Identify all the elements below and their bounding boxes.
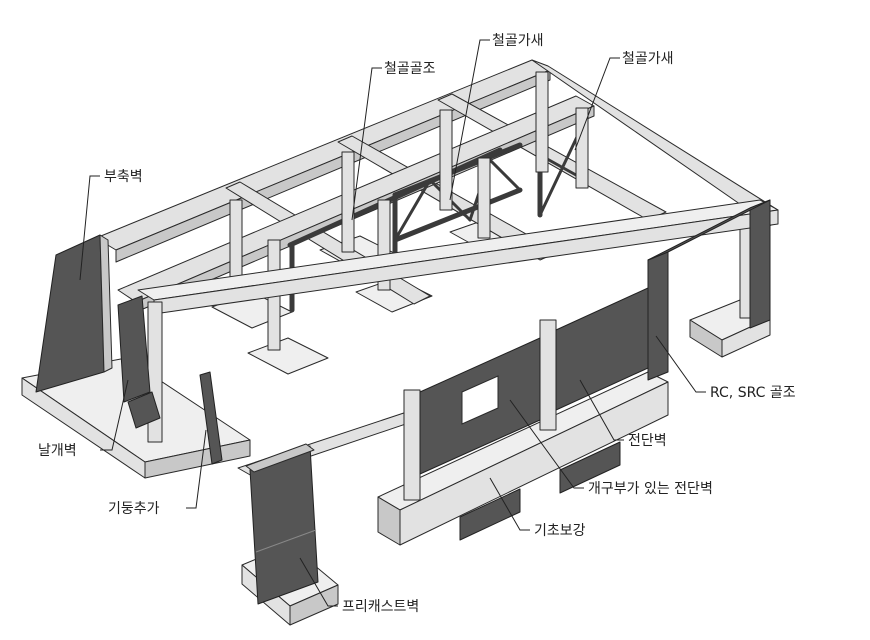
column-mid-3 bbox=[477, 157, 491, 239]
label-rc-src-frame: RC, SRC 골조 bbox=[710, 385, 796, 401]
label-steel-brace-1: 철골가새 bbox=[492, 33, 544, 49]
label-shear-wall: 전단벽 bbox=[628, 433, 667, 449]
rc-src-column-front bbox=[647, 251, 669, 381]
steel-brace-truss-bottom bbox=[392, 187, 523, 243]
column-front-3 bbox=[539, 319, 557, 431]
steel-brace-truss-top bbox=[392, 142, 523, 198]
walls bbox=[35, 234, 649, 605]
leader-lines bbox=[79, 39, 706, 607]
leader-steel-brace-2 bbox=[574, 57, 620, 151]
precast-wall-top bbox=[245, 443, 315, 473]
steel-brace-diag-1 bbox=[393, 178, 432, 242]
leader-precast bbox=[299, 557, 338, 607]
column-back-2 bbox=[341, 151, 355, 253]
label-steel-frame: 철골골조 bbox=[384, 61, 436, 77]
leader-column-addition bbox=[186, 429, 207, 509]
leader-steel-frame bbox=[351, 67, 382, 221]
precast-joint bbox=[255, 529, 317, 553]
leader-wing-wall bbox=[100, 379, 129, 451]
buttress-wall bbox=[35, 234, 105, 393]
label-wing-wall: 날개벽 bbox=[38, 443, 77, 459]
shear-wall bbox=[555, 287, 649, 411]
label-column-addition: 기둥추가 bbox=[108, 501, 160, 517]
pad-footing-2 bbox=[247, 337, 329, 375]
corner-footing-side bbox=[289, 584, 339, 626]
added-column bbox=[199, 371, 223, 465]
wing-wall bbox=[117, 295, 151, 403]
wing-wall-lower bbox=[127, 391, 161, 429]
column-back-4 bbox=[535, 71, 549, 173]
label-shear-wall-opening: 개구부가 있는 전단벽 bbox=[588, 481, 713, 497]
right-end-footing-side bbox=[689, 319, 723, 358]
right-end-beam bbox=[531, 59, 779, 219]
labels: 철골골조 철골가새 철골가새 부축벽 날개벽 기둥추가 RC, SRC 골조 전… bbox=[38, 33, 796, 615]
rc-src-column-back bbox=[749, 199, 771, 329]
leader-opening-wall bbox=[509, 399, 584, 489]
label-steel-brace-2: 철골가새 bbox=[622, 51, 674, 67]
front-footing-long-face bbox=[399, 381, 669, 546]
rc-src-top-beam bbox=[647, 199, 771, 261]
column-back-3 bbox=[439, 109, 453, 211]
leader-foundation bbox=[489, 477, 530, 531]
foundation-reinforcement-block-2 bbox=[559, 441, 621, 494]
buttress-wall-edge bbox=[99, 234, 113, 373]
label-buttress-wall: 부축벽 bbox=[104, 169, 143, 185]
leader-shear-wall bbox=[579, 379, 624, 441]
column-front-2 bbox=[403, 389, 421, 501]
wall-opening bbox=[461, 375, 499, 425]
leader-buttress-wall bbox=[79, 175, 100, 281]
leader-rc-src bbox=[655, 335, 706, 393]
label-foundation-reinforcement: 기초보강 bbox=[534, 523, 586, 539]
label-precast-wall: 프리캐스트벽 bbox=[342, 599, 419, 615]
leader-steel-brace-1 bbox=[449, 39, 490, 201]
steel-brace-diag-4 bbox=[488, 158, 522, 192]
foundation-reinforcement-block-1 bbox=[459, 488, 521, 541]
